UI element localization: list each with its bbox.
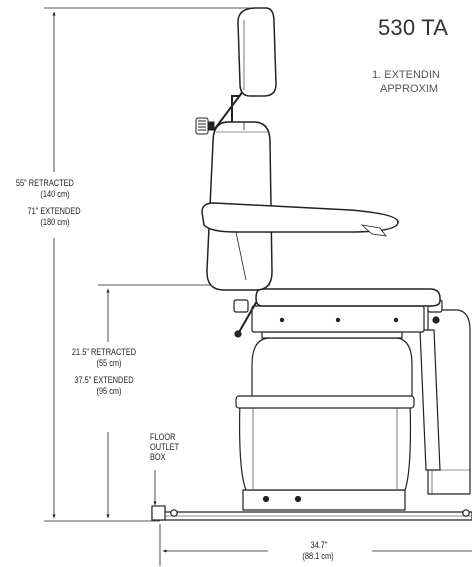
overall-height-retracted-cm: (140 cm)	[40, 189, 70, 199]
base-length-inches: 34.7"	[310, 540, 328, 550]
seat-frame	[233, 291, 443, 338]
armrest	[201, 202, 399, 281]
overall-height-retracted-label: 55" RETRACTED	[15, 178, 74, 188]
control-box	[419, 309, 471, 495]
floor-box-line-3: BOX	[150, 452, 166, 462]
page-title: 530 TA	[378, 15, 449, 40]
pedestal	[235, 331, 415, 511]
adjustment-knob-icon	[195, 117, 215, 135]
note-line-1: 1. EXTENDIN	[372, 69, 440, 81]
overall-height-extended-label: 71" EXTENDED	[27, 206, 81, 216]
overall-height-extended-cm: (180 cm)	[40, 217, 70, 227]
seat-cushion	[255, 288, 441, 307]
base-length-cm: (88.1 cm)	[302, 551, 334, 561]
floor-box-line-1: FLOOR	[150, 432, 176, 442]
base-length-dimension	[159, 524, 472, 566]
seat-height-extended-cm: (95 cm)	[96, 386, 122, 396]
seat-height-extended-label: 37.5" EXTENDED	[74, 375, 134, 385]
note-line-2: APPROXIM	[380, 83, 439, 95]
seat-height-retracted-label: 21.5" RETRACTED	[71, 347, 137, 357]
floor-box-line-2: OUTLET	[150, 442, 180, 452]
note-text: 1. EXTENDIN APPROXIM	[372, 68, 440, 96]
headrest	[213, 7, 277, 131]
base-plate	[151, 505, 472, 521]
overall-height-dimension	[44, 7, 262, 522]
seat-height-retracted-cm: (55 cm)	[96, 358, 122, 368]
